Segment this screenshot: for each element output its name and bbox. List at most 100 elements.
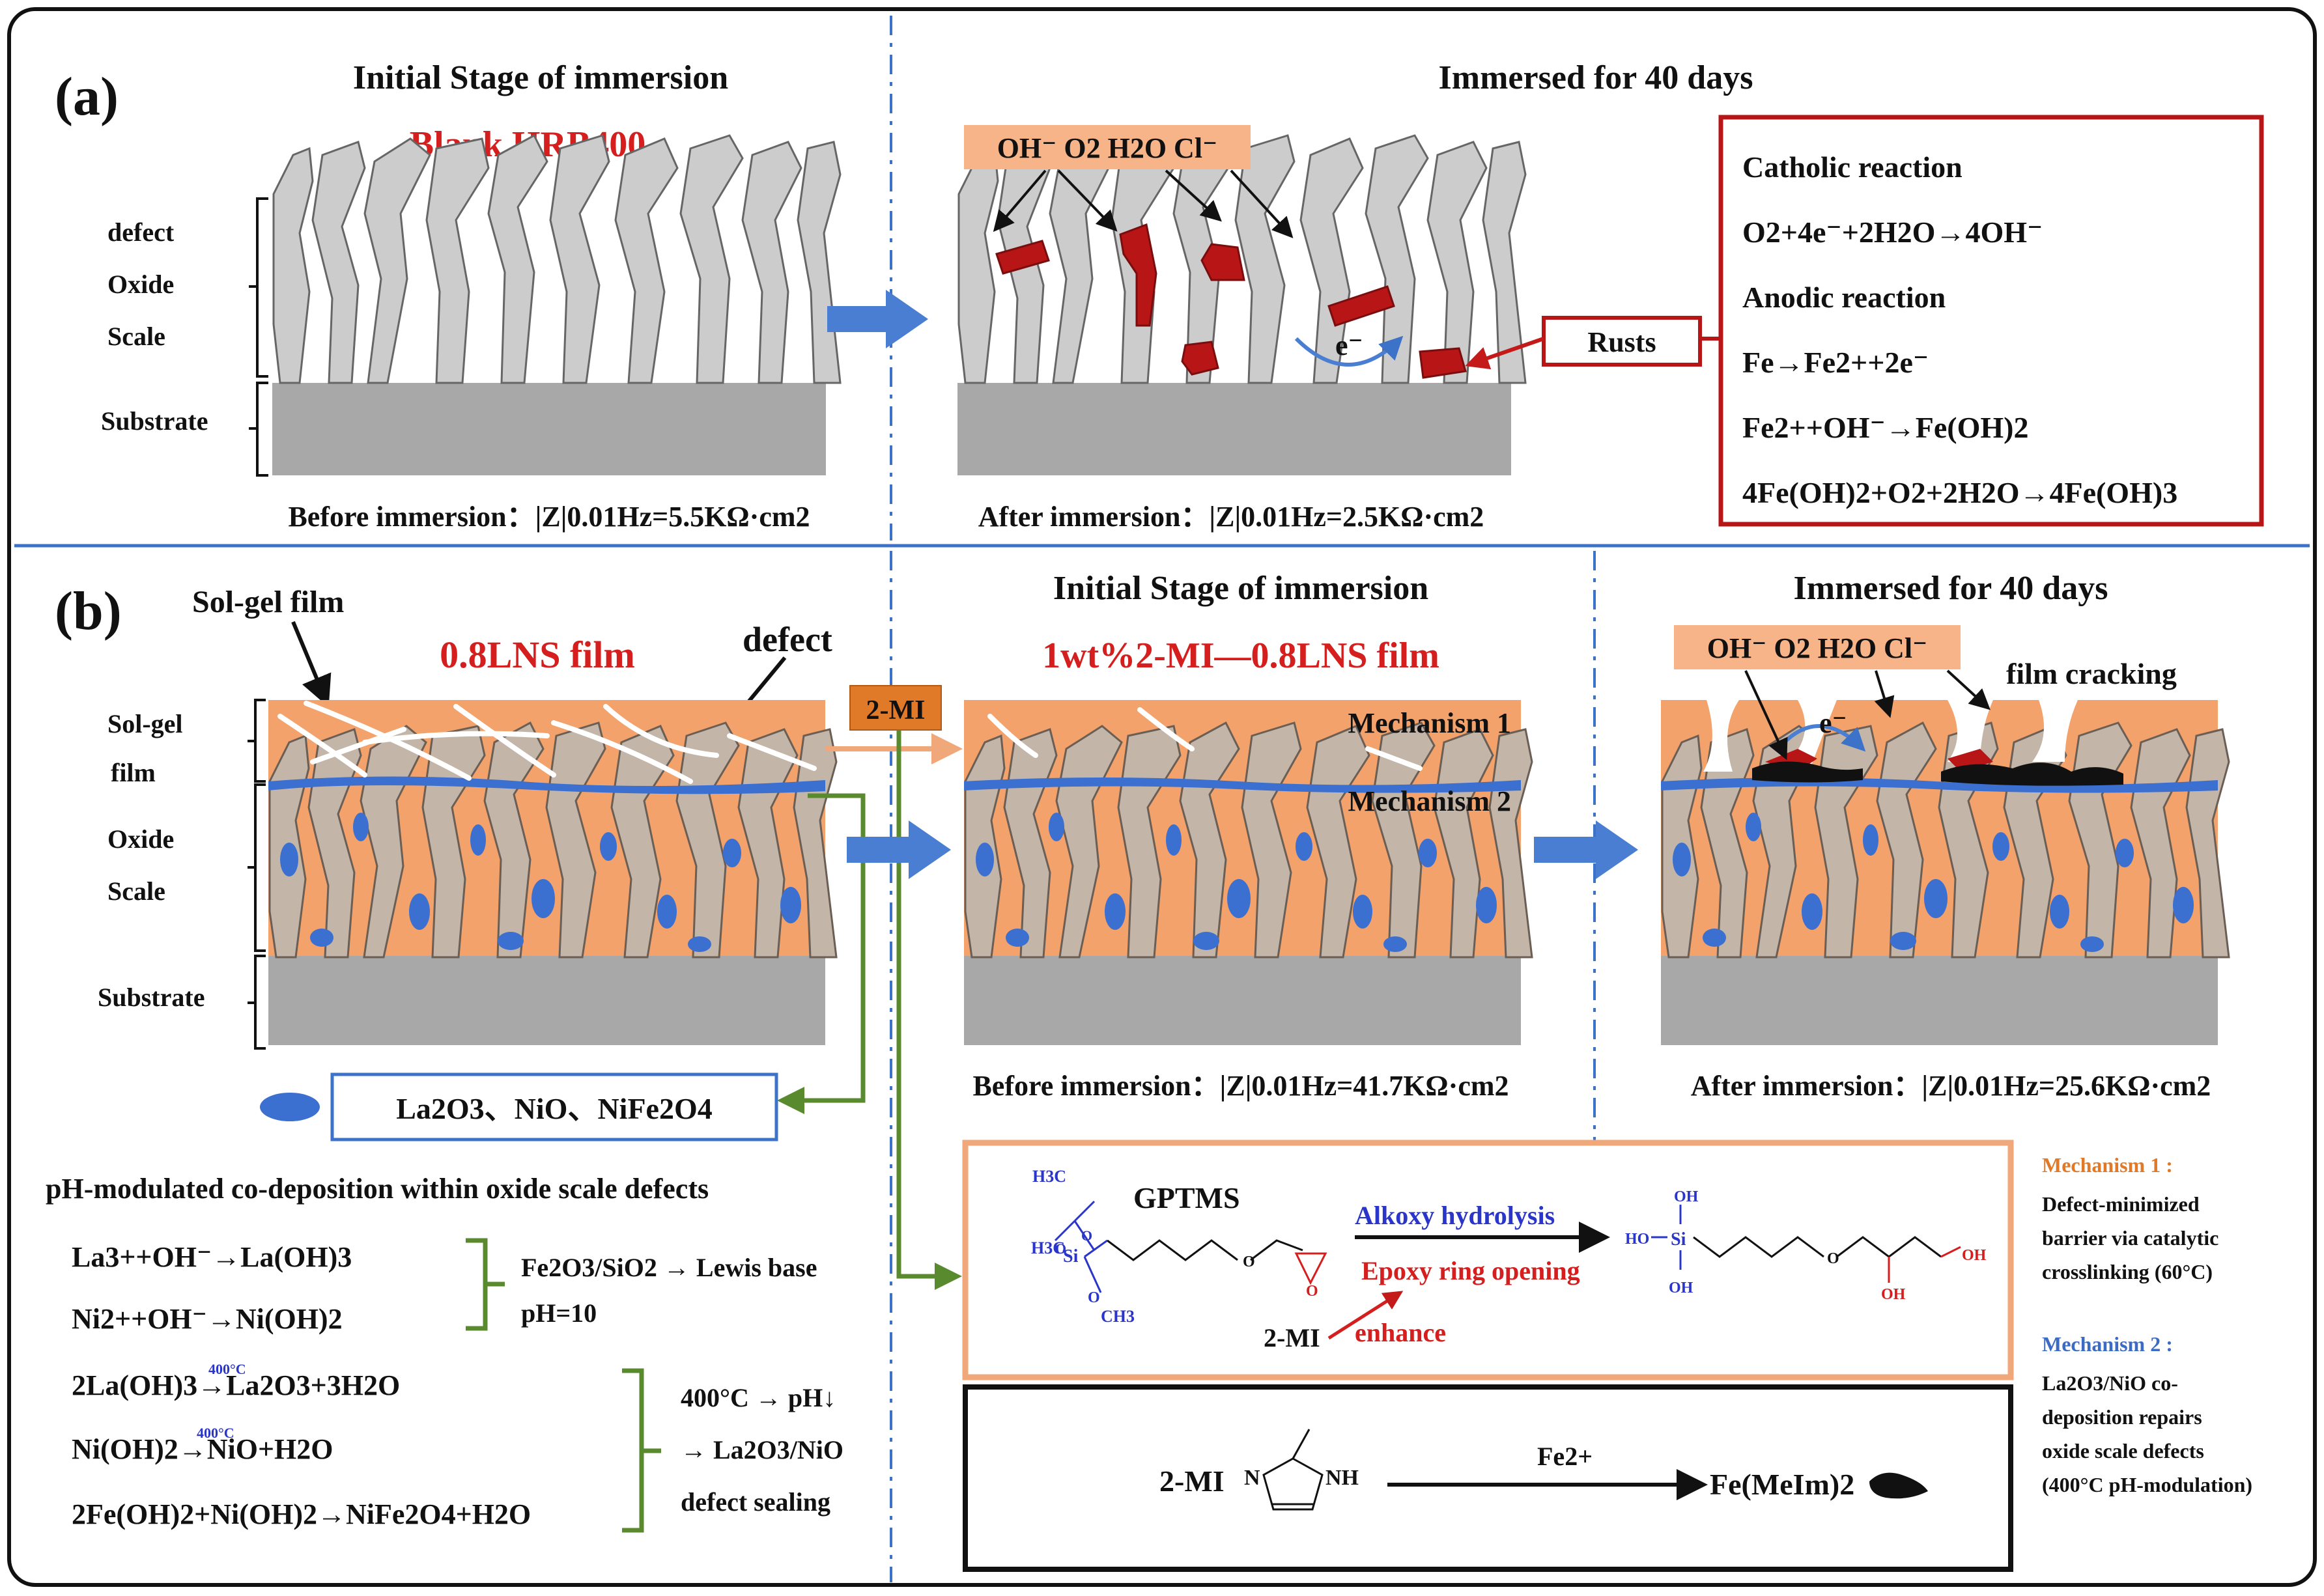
mech2-line3: oxide scale defects: [2042, 1439, 2204, 1463]
mech1-title: Mechanism 1 :: [2042, 1153, 2173, 1177]
ions-box-b: [1674, 625, 1961, 669]
mech1-line2: barrier via catalytic: [2042, 1226, 2218, 1250]
imidazole-ring: [1262, 1429, 1324, 1511]
anodic-eq2: Fe2++OH⁻→Fe(OH)2: [1742, 411, 2029, 444]
cond2c: defect sealing: [681, 1487, 830, 1517]
enhance-arrow: [1327, 1291, 1404, 1340]
mechanism2-label: Mechanism 2: [1348, 785, 1511, 817]
label-scale: Scale: [107, 322, 165, 351]
eq1: La3++OH⁻→La(OH)3: [72, 1241, 352, 1273]
deposit-icon: [260, 1093, 320, 1121]
label-solgel-1: Sol-gel: [107, 709, 183, 738]
products-box: [330, 1072, 778, 1141]
sample-after-a: [957, 134, 1527, 475]
caption-after-b: After immersion：|Z|0.01Hz=25.6KΩ·cm2: [1691, 1070, 2211, 1102]
label-scale-b: Scale: [107, 876, 165, 906]
alkoxy-label: Alkoxy hydrolysis: [1355, 1201, 1555, 1230]
sample-b1: [268, 700, 838, 1045]
sample-b2: [964, 700, 1533, 1045]
sample-b3: [1661, 700, 2230, 1045]
ion-arrow-a1: [993, 169, 1047, 232]
svg-text:CH3: CH3: [1101, 1307, 1135, 1326]
ions-text-a: OH⁻ O2 H2O Cl⁻: [997, 132, 1218, 164]
rusts-label: Rusts: [1587, 326, 1656, 358]
caption-after-a: After immersion：|Z|0.01Hz=2.5KΩ·cm2: [978, 501, 1484, 533]
product-fe: Fe(MeIm)2: [1710, 1468, 1854, 1501]
mid-subtitle: 1wt%2-MI—0.8LNS film: [1042, 636, 1439, 676]
cathodic-title: Catholic reaction: [1742, 150, 1963, 184]
brace-solgel: [248, 699, 266, 783]
chelation-box: [963, 1384, 2013, 1572]
mech2-line1: La2O3/NiO co-: [2042, 1371, 2178, 1395]
cond2b: → La2O3/NiO: [681, 1435, 843, 1464]
svg-text:N: N: [1244, 1466, 1260, 1490]
ions-text-b: OH⁻ O2 H2O Cl⁻: [1707, 632, 1928, 664]
mi-green-line: [896, 730, 962, 1290]
svg-text:O: O: [1081, 1227, 1092, 1244]
label-oxide-b: Oxide: [107, 824, 174, 854]
ion-arrow-a2: [1057, 169, 1118, 232]
svg-text:H3C: H3C: [1031, 1239, 1065, 1257]
svg-text:O: O: [1243, 1253, 1255, 1270]
mi-tag: [849, 685, 942, 731]
panel-a-label: (a): [55, 66, 119, 127]
film-cracking-label: film cracking: [2006, 657, 2177, 690]
mi-tag-text: 2-MI: [866, 695, 926, 725]
svg-text:O: O: [1306, 1283, 1318, 1300]
product-molecule: [1651, 1205, 1961, 1283]
anodic-eq3: 4Fe(OH)2+O2+2H2O→4Fe(OH)3: [1742, 476, 2177, 509]
cond1a: Fe2O3/SiO2 → Lewis base: [521, 1253, 817, 1282]
cathodic-eq: O2+4e⁻+2H2O→4OH⁻: [1742, 216, 2043, 249]
fe-deposit-icon: [1869, 1472, 1928, 1499]
electron-b: e⁻: [1819, 707, 1847, 739]
panel-a-right-title: Immersed for 40 days: [1439, 59, 1753, 96]
solgel-pointer: [291, 621, 332, 708]
caption-before-b: Before immersion：|Z|0.01Hz=41.7KΩ·cm2: [972, 1070, 1509, 1102]
film-name: 0.8LNS film: [440, 634, 635, 676]
mi-left-label: 2-MI: [1159, 1464, 1225, 1498]
brace-oxide-b: [248, 783, 266, 952]
panel-a-left-title: Initial Stage of immersion: [353, 59, 728, 96]
enhance-label: enhance: [1355, 1318, 1446, 1347]
svg-text:Si: Si: [1671, 1229, 1686, 1250]
svg-text:Si: Si: [1063, 1246, 1079, 1267]
gptms-label: GPTMS: [1133, 1181, 1240, 1214]
eq4: Ni(OH)2→NiO+H2O: [72, 1433, 333, 1465]
label-substrate-b: Substrate: [98, 983, 205, 1012]
svg-text:O: O: [1055, 1240, 1066, 1257]
svg-text:OH: OH: [1962, 1247, 1987, 1264]
anodic-title: Anodic reaction: [1742, 281, 1946, 314]
svg-text:H3C: H3C: [1032, 1167, 1066, 1186]
svg-text:NH: NH: [1325, 1466, 1359, 1490]
solgel-label: Sol-gel film: [192, 585, 344, 619]
mech1-line3: crosslinking (60°C): [2042, 1260, 2213, 1283]
mech2-line4: (400°C pH-modulation): [2042, 1473, 2252, 1496]
right-title-b: Immersed for 40 days: [1794, 570, 2108, 607]
codep-title: pH-modulated co-deposition within oxide …: [46, 1173, 709, 1205]
products-green-line: [777, 793, 866, 1114]
ions-box-a: [964, 125, 1251, 169]
rusts-box: [1542, 316, 1702, 367]
ion-arrow-b1: [1744, 670, 1788, 761]
bracket-1: [466, 1238, 505, 1331]
mid-title: Initial Stage of immersion: [1053, 570, 1428, 607]
mech1-line1: Defect-minimized: [2042, 1192, 2200, 1216]
svg-text:OH: OH: [1881, 1286, 1906, 1303]
label-solgel-2: film: [111, 758, 156, 787]
svg-text:OH: OH: [1674, 1188, 1699, 1205]
cond1b: pH=10: [521, 1298, 597, 1328]
svg-text:O: O: [1827, 1250, 1839, 1267]
svg-text:O: O: [1088, 1289, 1100, 1306]
products-text: La2O3、NiO、NiFe2O4: [396, 1092, 713, 1125]
caption-before-a: Before immersion：|Z|0.01Hz=5.5KΩ·cm2: [288, 501, 810, 533]
gptms-box: [962, 1140, 2014, 1380]
brace-substrate-b: [248, 955, 266, 1050]
transition-arrow-b2: [1534, 820, 1638, 879]
bracket-2: [622, 1368, 661, 1533]
temp-2: 400°C: [197, 1425, 234, 1441]
defect-label-b: defect: [743, 620, 832, 659]
epoxy-label: Epoxy ring opening: [1361, 1256, 1580, 1285]
ion-arrow-b2: [1874, 670, 1895, 718]
electron-a: e⁻: [1335, 329, 1363, 361]
ion-arrow-a4: [1230, 169, 1294, 238]
